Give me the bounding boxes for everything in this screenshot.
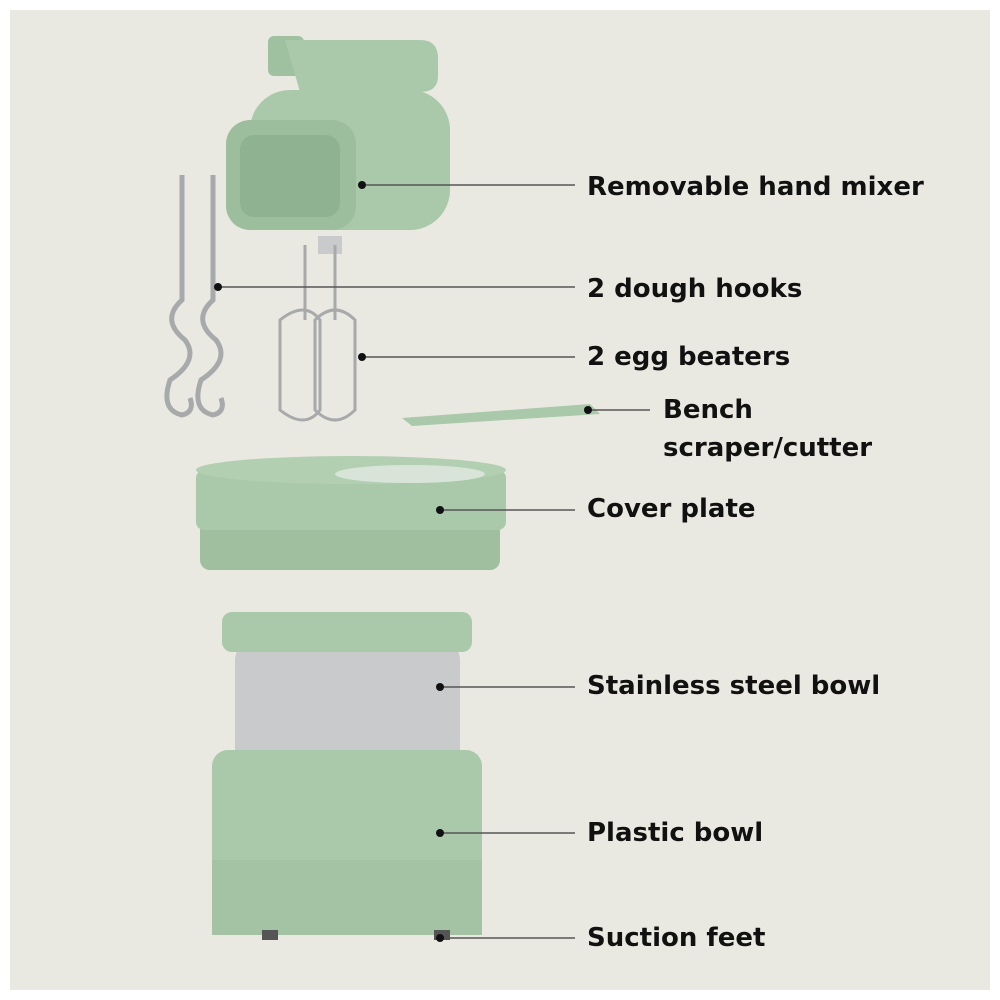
- bench-scraper: [402, 404, 600, 426]
- label-egg-beaters: 2 egg beaters: [587, 342, 791, 372]
- label-suction-feet: Suction feet: [587, 923, 766, 953]
- label-cover-plate: Cover plate: [587, 494, 756, 524]
- label-plastic-bowl: Plastic bowl: [587, 818, 764, 848]
- egg-beaters: [278, 245, 357, 422]
- stainless-steel-bowl: [222, 612, 472, 770]
- label-hand-mixer: Removable hand mixer: [587, 172, 924, 202]
- leader-lines: [218, 184, 650, 939]
- label-dough-hooks: 2 dough hooks: [587, 274, 803, 304]
- plastic-bowl: [212, 750, 482, 940]
- cover-plate: [196, 456, 506, 570]
- label-bench-scraper-line1: Bench: [663, 395, 753, 425]
- label-steel-bowl: Stainless steel bowl: [587, 671, 881, 701]
- leader-dots: [214, 181, 592, 942]
- dough-hooks: [164, 175, 225, 418]
- hand-mixer: [226, 36, 450, 254]
- label-bench-scraper-line2: scraper/cutter: [663, 433, 873, 463]
